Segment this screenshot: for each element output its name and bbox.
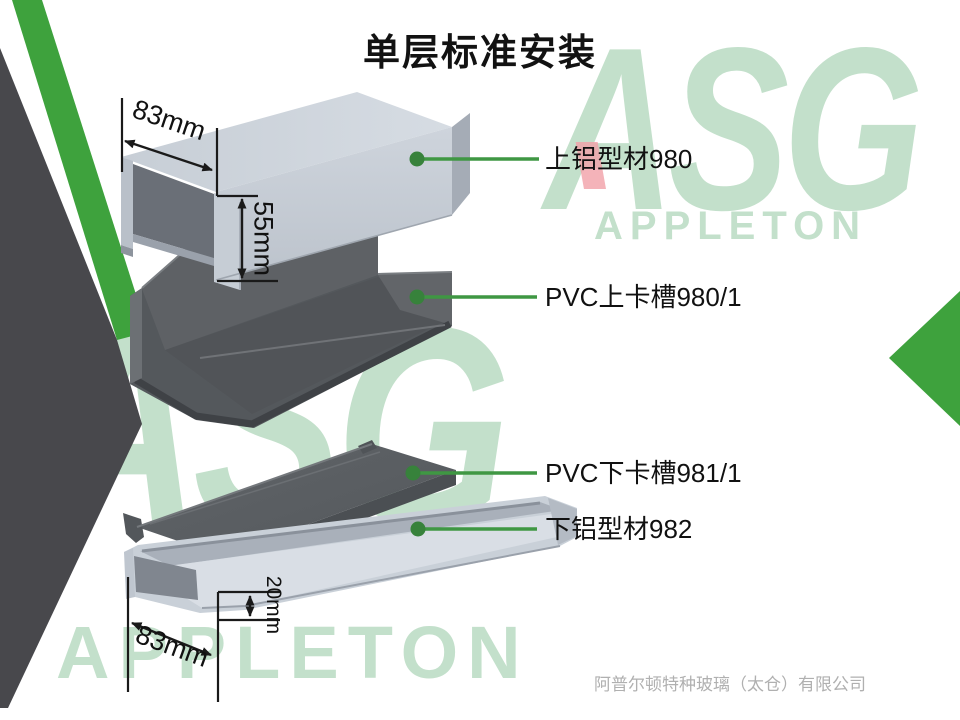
part-pvc-upper-channel bbox=[130, 234, 453, 428]
label-upper-aluminum-profile: 上铝型材980 bbox=[545, 144, 693, 174]
dimension-lines bbox=[120, 98, 280, 702]
page-title: 单层标准安装 bbox=[363, 32, 597, 73]
green-stripe bbox=[12, 0, 148, 340]
part-lower-aluminum-profile bbox=[124, 496, 577, 613]
footer-company-name: 阿普尔顿特种玻璃（太仓）有限公司 bbox=[594, 675, 866, 694]
label-lower-aluminum-profile: 下铝型材982 bbox=[545, 514, 693, 544]
label-pvc-lower-channel: PVC下卡槽981/1 bbox=[545, 458, 742, 488]
left-corner-decoration bbox=[0, 0, 148, 708]
dim-top-height-label: 55mm bbox=[248, 200, 279, 276]
right-green-triangle bbox=[889, 291, 960, 426]
leader-lines bbox=[405, 151, 539, 537]
dim-bottom-height-label: 20mm bbox=[262, 575, 285, 635]
label-pvc-upper-channel: PVC上卡槽980/1 bbox=[545, 282, 742, 312]
dark-corner-shape bbox=[0, 48, 142, 708]
